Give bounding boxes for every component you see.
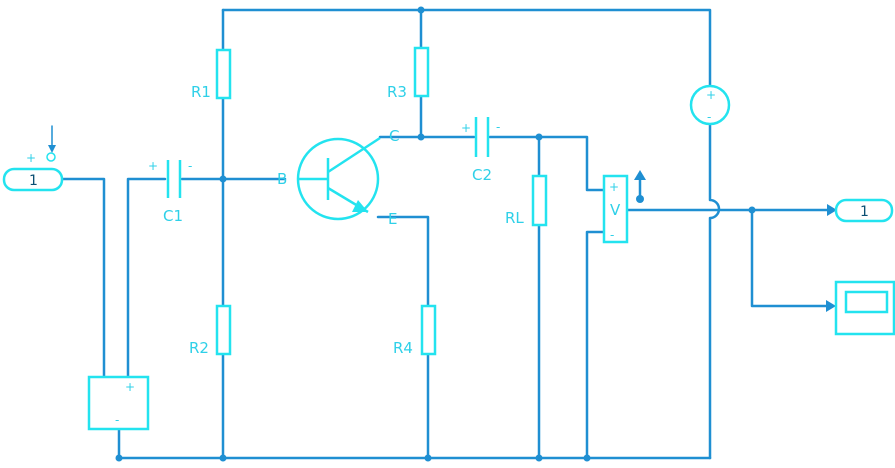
resistor-r2[interactable] [215, 304, 232, 356]
resistor-rl[interactable] [531, 174, 548, 227]
source-minus: - [707, 110, 711, 124]
c1-minus: - [188, 159, 192, 173]
vs-minus: - [610, 228, 614, 242]
label-r4: R4 [393, 339, 413, 357]
vs-plus: + [609, 180, 619, 194]
dc-source-icon[interactable] [689, 84, 731, 126]
capacitor-c2[interactable] [474, 117, 490, 157]
input-plus: + [26, 151, 36, 165]
label-c2: C2 [472, 166, 492, 184]
signal-source-block[interactable] [87, 375, 150, 431]
input-port-label: 1 [29, 173, 38, 189]
label-collector: C [389, 127, 399, 145]
label-emitter: E [388, 210, 397, 228]
label-base: B [277, 170, 287, 188]
c1-plus: + [148, 159, 158, 173]
voltage-sensor-icon[interactable] [602, 174, 629, 244]
input-port-icon[interactable] [2, 167, 64, 192]
vs-label: V [610, 201, 621, 219]
capacitor-c1[interactable] [166, 160, 182, 198]
c2-plus: + [461, 121, 471, 135]
label-r2: R2 [189, 339, 209, 357]
output-port-icon[interactable] [834, 198, 894, 223]
wires [48, 8, 837, 460]
label-c1: C1 [163, 207, 183, 225]
resistor-r1[interactable] [215, 48, 232, 100]
label-r3: R3 [387, 83, 407, 101]
junction-dots [115, 6, 756, 462]
c2-minus: - [496, 120, 500, 134]
source-plus: + [706, 88, 716, 102]
resistor-r3[interactable] [413, 46, 430, 98]
resistor-r4[interactable] [420, 304, 437, 356]
block-minus: - [115, 413, 119, 427]
block-plus: + [125, 380, 135, 394]
scope-icon[interactable] [834, 280, 895, 336]
label-rl: RL [505, 209, 524, 227]
output-port-label: 1 [860, 204, 869, 220]
label-r1: R1 [191, 83, 211, 101]
npn-transistor-icon[interactable] [296, 136, 381, 221]
